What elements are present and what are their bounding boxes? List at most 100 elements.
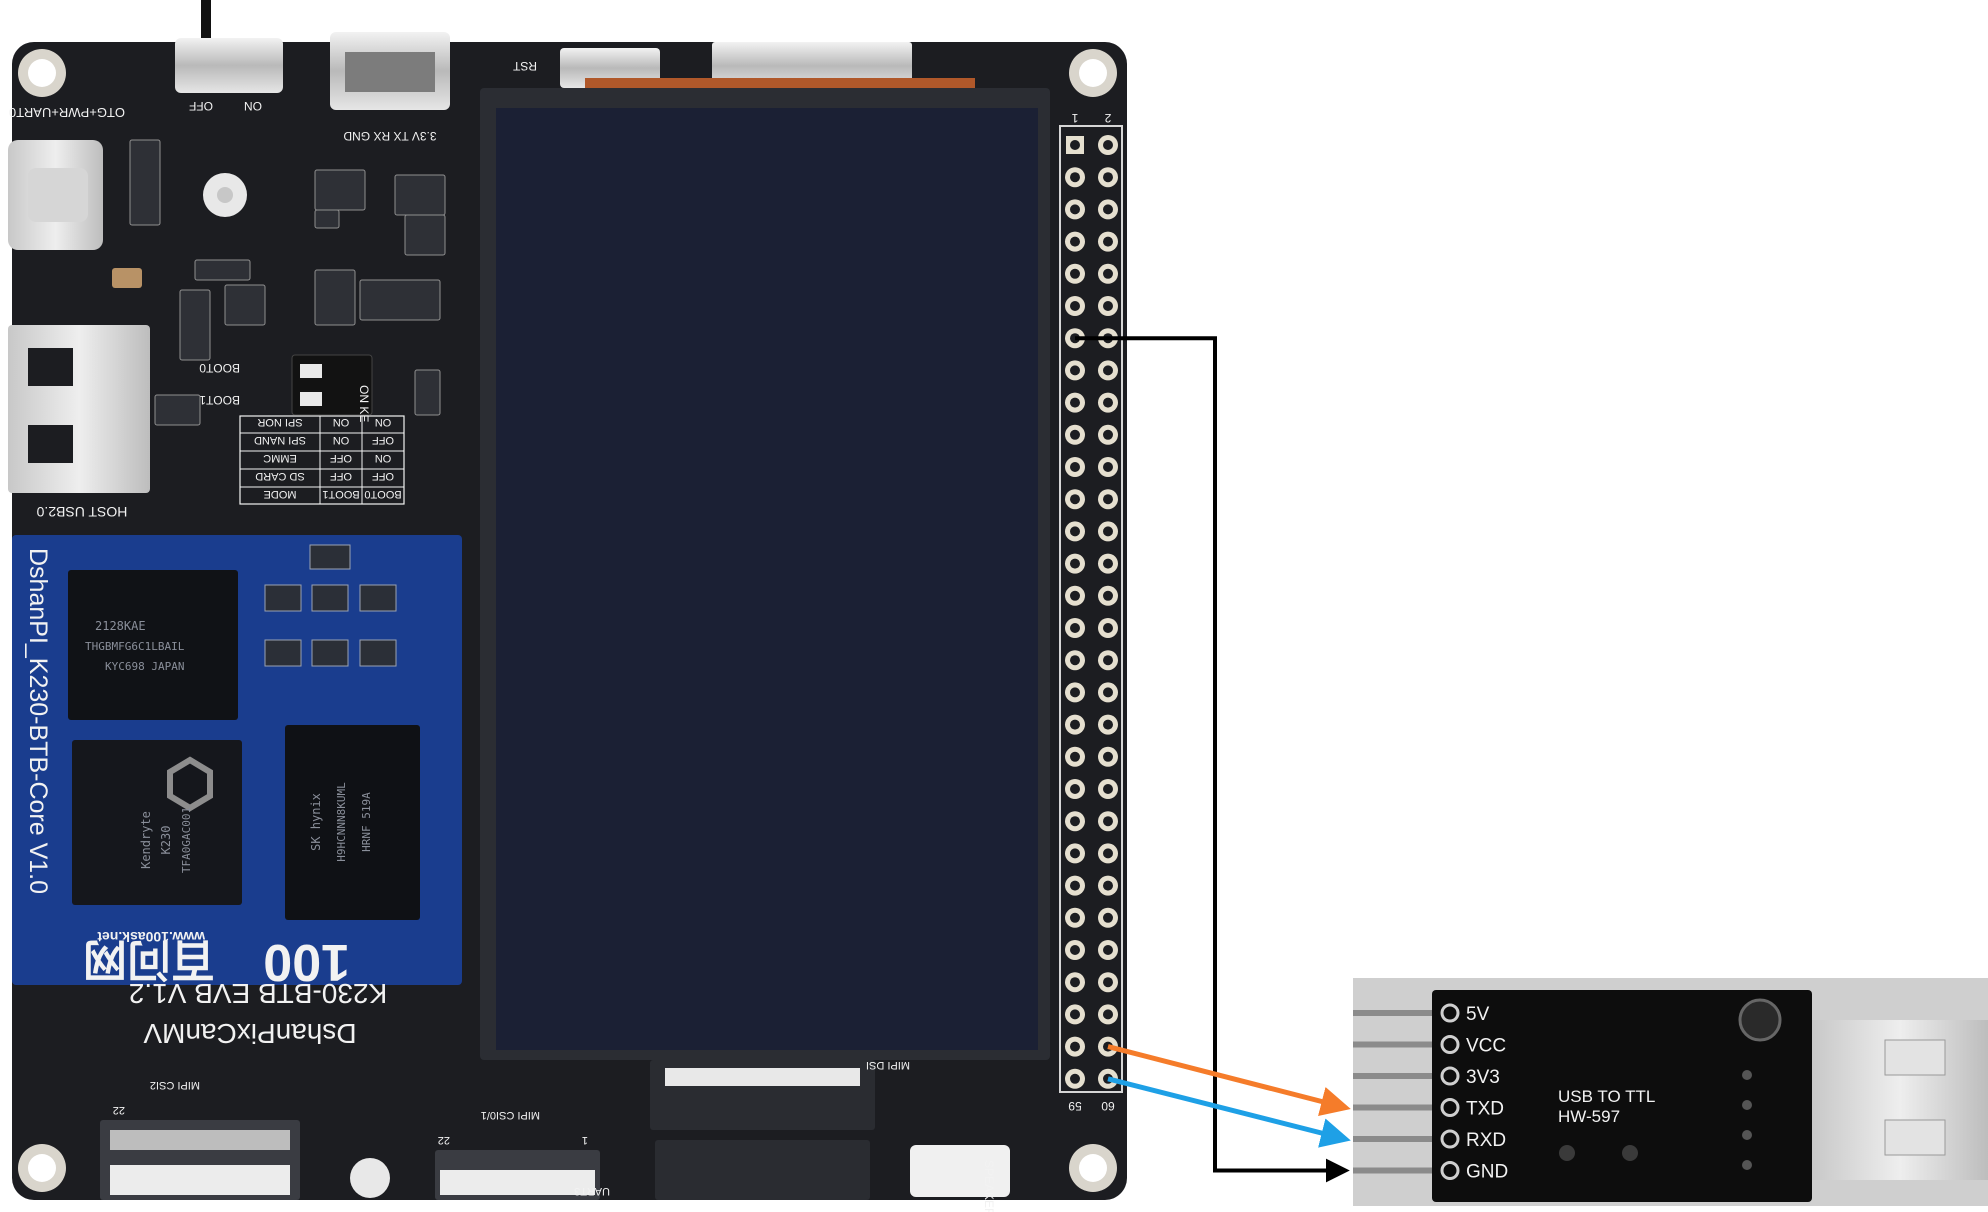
- adapter-pin-label: 5V: [1466, 1004, 1490, 1025]
- board-name-line2: K230-BTB EVB V1.2: [129, 978, 387, 1009]
- boot-table-cell: SPI NOR: [257, 416, 302, 428]
- uart3-label: UART3: [574, 1185, 610, 1197]
- soc-text: Kendryte: [139, 811, 153, 869]
- emmc-text: THGBMFG6C1LBAIL: [85, 640, 185, 653]
- rst-label: RST: [512, 59, 537, 73]
- boot-table-cell: OFF: [372, 470, 394, 482]
- csi-pin-22b-label: 22: [438, 1134, 450, 1146]
- smd-components: [129, 139, 446, 426]
- kendryte-logo: [167, 756, 213, 812]
- adapter-pin-label: 3V3: [1466, 1067, 1500, 1088]
- header-pin-2-label: 2: [1104, 111, 1111, 125]
- uart-pins-label: 3.3V TX RX GND: [343, 129, 436, 143]
- boot-table-cell: OFF: [372, 434, 394, 446]
- speaker-connector: [910, 1145, 1010, 1197]
- boot1-label: BOOT1: [199, 393, 240, 407]
- switch-off-label: OFF: [189, 99, 213, 113]
- k230-board: OFF ON 3.3V TX RX GND RST OTG+PWR+UART0 …: [8, 0, 1127, 1212]
- boot-table-header: MODE: [264, 488, 297, 500]
- adapter-pad: [1440, 1129, 1460, 1149]
- power-switch-lever: [201, 0, 211, 45]
- wire-rxd: [1107, 1076, 1351, 1148]
- emmc-chip: [68, 570, 238, 720]
- microphone: [350, 1158, 390, 1198]
- header-pin-60-label: 60: [1101, 1099, 1115, 1113]
- mounting-holes: [18, 49, 1117, 1192]
- core-module-name: DshanPI_K230-BTB-Core V1.0: [24, 548, 52, 894]
- boot-table-cell: ON: [333, 416, 350, 428]
- boot-table-cell: OFF: [330, 452, 352, 464]
- boot-table-cell: ON: [375, 416, 392, 428]
- adapter-pin: [1353, 1104, 1438, 1111]
- crystal: [112, 268, 142, 288]
- display-flex-cable: [585, 78, 975, 90]
- mipi-dsi-label: MIPI DSI: [866, 1059, 910, 1071]
- adapter-pin-label: TXD: [1466, 1099, 1504, 1120]
- emmc-text: KYC698 JAPAN: [105, 660, 184, 673]
- switch-on-label: ON: [244, 99, 262, 113]
- boot-table: BOOT0 BOOT1 MODE OFF OFF SD CARD ON OFF …: [239, 415, 405, 505]
- boot-table-cell: ON: [375, 452, 392, 464]
- adapter-pin: [1353, 1136, 1438, 1142]
- adapter-pin: [1353, 1167, 1438, 1174]
- brand-number: 100: [263, 933, 350, 991]
- gpio-header: 1 2 59 60: [1059, 111, 1123, 1113]
- adapter-title-line1: USB TO TTL: [1558, 1087, 1655, 1106]
- adapter-pin-label: RXD: [1466, 1130, 1506, 1151]
- ram-chip: [285, 725, 420, 920]
- csi-pin-22-label: 22: [113, 1104, 125, 1116]
- dip-on-ke-label: ON KE: [357, 385, 371, 422]
- boot-table-cell: EMMC: [263, 452, 297, 464]
- lcd-screen: [496, 108, 1038, 1050]
- adapter-led: [1622, 1145, 1638, 1161]
- adapter-led: [1559, 1145, 1575, 1161]
- wire-txd: [1107, 1044, 1351, 1117]
- wire-connections: [1075, 336, 1351, 1183]
- header-pin-1-label: 1: [1071, 111, 1078, 125]
- soc-text: TFA0GAC001: [180, 807, 193, 873]
- ram-text: HRNF 519A: [360, 792, 373, 852]
- adapter-pad: [1440, 1035, 1460, 1054]
- adapter-pad: [1440, 1098, 1460, 1117]
- board-name-line1: DshanPixCanMV: [143, 1018, 357, 1049]
- boot-table-header: BOOT1: [322, 488, 359, 500]
- brand-url: www.100ask.net: [97, 929, 206, 945]
- bottom-connectors: MIPI CSI2 22 MIPI CSI0/1 22 1 MIPI DSI U…: [100, 1059, 1010, 1212]
- core-module: 2128KAE THGBMFG6C1LBAIL KYC698 JAPAN Ken…: [12, 535, 462, 991]
- boot-table-cell: OFF: [330, 470, 352, 482]
- speaker-label: SPEAKER: [982, 1160, 996, 1212]
- adapter-pin: [1353, 1010, 1438, 1016]
- k230-soc: [72, 740, 242, 905]
- csi-pin-1-label: 1: [582, 1134, 588, 1146]
- mipi-csi2-label: MIPI CSI2: [150, 1079, 200, 1091]
- adapter-pin: [1353, 1041, 1438, 1048]
- adapter-pad: [1440, 1161, 1460, 1180]
- boot0-label: BOOT0: [199, 361, 240, 375]
- ram-text: SK hynix: [309, 793, 323, 851]
- boot-table-cell: SD CARD: [255, 470, 305, 482]
- boot-table-cell: ON: [333, 434, 350, 446]
- adapter-pin-label: VCC: [1466, 1036, 1506, 1057]
- host-usb-label: HOST USB2.0: [36, 504, 127, 520]
- adapter-pad: [1440, 1066, 1460, 1086]
- emmc-text: 2128KAE: [95, 619, 146, 633]
- mipi-csi1-label: MIPI CSI0/1: [481, 1109, 540, 1121]
- brand-text: 百问网: [83, 935, 215, 984]
- adapter-pin-label: GND: [1466, 1162, 1508, 1183]
- wire-gnd: [1075, 336, 1350, 1183]
- adapter-title-line2: HW-597: [1558, 1107, 1620, 1126]
- boot-table-header: BOOT0: [364, 488, 401, 500]
- ram-text: H9HCNNN8KUML: [335, 782, 348, 862]
- adapter-via: [1738, 998, 1782, 1042]
- boot-table-cell: SPI NAND: [254, 434, 306, 446]
- adapter-header-pins: [1353, 1010, 1438, 1174]
- soc-text: K230: [159, 826, 173, 855]
- power-switch: [175, 38, 283, 93]
- adapter-pad: [1440, 1003, 1460, 1023]
- adapter-pin: [1353, 1073, 1438, 1079]
- otg-label: OTG+PWR+UART0: [9, 105, 125, 120]
- adapter-pcb: [1432, 990, 1812, 1202]
- header-pin-59-label: 59: [1068, 1099, 1082, 1113]
